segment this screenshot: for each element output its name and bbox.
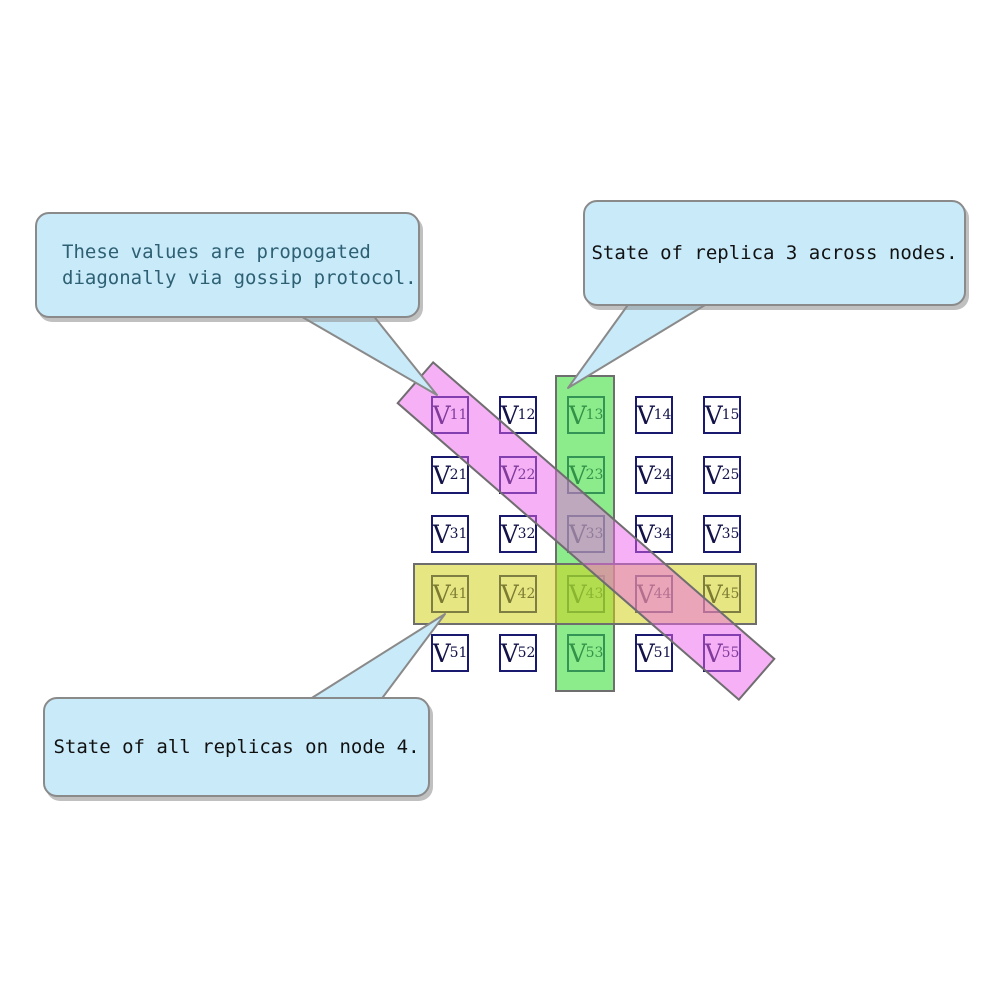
cell-symbol: V — [636, 519, 655, 549]
node4-callout: State of all replicas on node 4. — [43, 697, 430, 797]
cell-subscript: 51 — [653, 645, 672, 661]
cell-symbol: V — [500, 400, 519, 430]
cell-symbol: V — [704, 519, 723, 549]
cell-subscript: 31 — [449, 526, 468, 542]
gossip-callout-line1: These values are propogated — [62, 241, 371, 263]
replica3-callout: State of replica 3 across nodes. — [583, 200, 966, 306]
gossip-callout: These values are propogated diagonally v… — [35, 212, 420, 318]
cell-subscript: 32 — [517, 526, 536, 542]
cell-symbol: V — [432, 460, 451, 490]
cell-symbol: V — [704, 460, 723, 490]
node4-callout-pointer — [306, 613, 446, 702]
gossip-callout-line2: diagonally via gossip protocol. — [62, 267, 417, 289]
cell-symbol: V — [432, 638, 451, 668]
cell-symbol: V — [636, 460, 655, 490]
cell-subscript: 35 — [721, 526, 740, 542]
cell-symbol: V — [500, 638, 519, 668]
cell-symbol: V — [704, 400, 723, 430]
node4-callout-text: State of all replicas on node 4. — [53, 736, 420, 758]
cell-symbol: V — [636, 638, 655, 668]
cell-subscript: 52 — [517, 645, 536, 661]
cell-subscript: 51 — [449, 645, 468, 661]
cell-subscript: 14 — [653, 407, 672, 423]
cell-symbol: V — [432, 519, 451, 549]
cell-symbol: V — [500, 519, 519, 549]
cell-subscript: 15 — [721, 407, 740, 423]
cell-symbol: V — [636, 400, 655, 430]
cell-subscript: 24 — [653, 467, 672, 483]
cell-subscript: 21 — [449, 467, 468, 483]
cell-subscript: 34 — [653, 526, 672, 542]
cell-subscript: 12 — [517, 407, 536, 423]
cell-subscript: 25 — [721, 467, 740, 483]
replica3-callout-text: State of replica 3 across nodes. — [591, 242, 958, 264]
